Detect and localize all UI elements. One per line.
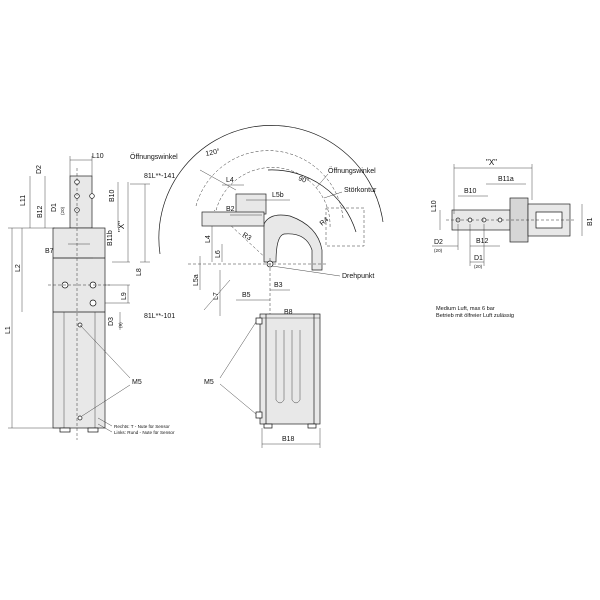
label-L8: L8: [136, 268, 143, 276]
label-L5b: L5b: [272, 192, 284, 199]
label-B11a: B11a: [498, 176, 514, 183]
label-sensor-right: Rechts: T - Nute für Sensor: [114, 424, 170, 429]
label-R4: R4: [319, 216, 330, 227]
label-X-right: "X": [486, 158, 497, 167]
label-B12-right: B12: [476, 238, 489, 245]
label-X-left: "X": [117, 221, 126, 232]
label-medium-1: Medium Luft, max 6 bar: [436, 306, 495, 312]
label-B7: B7: [45, 248, 54, 255]
label-L2: L2: [15, 264, 22, 272]
left-view: [8, 156, 150, 440]
label-B18: B18: [282, 436, 295, 443]
label-D2: D2: [36, 165, 43, 174]
label-L1: L1: [5, 326, 12, 334]
label-B10-right: B10: [464, 188, 477, 195]
label-L5a: L5a: [193, 274, 200, 286]
label-D2-right: D2: [434, 239, 443, 246]
label-L10-right: L10: [431, 200, 438, 212]
label-oeffnungswinkel-left: Öffnungswinkel: [130, 153, 178, 161]
center-view: [158, 125, 384, 448]
label-B1: B1: [587, 217, 594, 226]
label-sensor-left: Links: Rund - Nute für Sensor: [114, 430, 175, 435]
label-L11: L11: [20, 195, 27, 206]
label-B12: B12: [37, 205, 44, 218]
label-angle-120: 120°: [205, 147, 221, 158]
label-tol20c: (20): [474, 264, 483, 269]
label-tol20a: (20): [60, 206, 65, 215]
label-B5: B5: [242, 292, 251, 299]
label-B2: B2: [226, 206, 235, 213]
label-L4-top: L4: [226, 177, 234, 184]
label-M5-center: M5: [204, 379, 214, 386]
label-M5-left: M5: [132, 379, 142, 386]
label-L6: L6: [215, 250, 222, 258]
label-81L-101: 81L**-101: [144, 313, 175, 320]
label-L9: L9: [121, 292, 128, 300]
label-L10: L10: [92, 153, 104, 160]
label-drehpunkt: Drehpunkt: [342, 273, 374, 280]
label-81L-141: 81L**-141: [144, 173, 175, 180]
label-D1-right: D1: [474, 255, 483, 262]
label-oeffnungswinkel-right: Öffnungswinkel: [328, 167, 376, 175]
label-B11b: B11b: [107, 230, 114, 246]
label-tol20b: (20): [434, 248, 443, 253]
label-L7: L7: [213, 292, 220, 300]
label-tol9: (9): [118, 322, 123, 328]
label-B8: B8: [284, 309, 293, 316]
label-medium-2: Betrieb mit ölfreier Luft zulässig: [436, 313, 514, 319]
label-L4-side: L4: [205, 235, 212, 243]
label-angle-90: 90°: [297, 174, 310, 185]
label-D1: D1: [51, 203, 58, 212]
label-D3: D3: [108, 317, 115, 326]
label-R3: R3: [241, 232, 252, 243]
label-B3: B3: [274, 282, 283, 289]
label-B10: B10: [109, 189, 116, 202]
right-view: [432, 164, 583, 266]
label-stoerkontur: Störkontur: [344, 187, 377, 194]
